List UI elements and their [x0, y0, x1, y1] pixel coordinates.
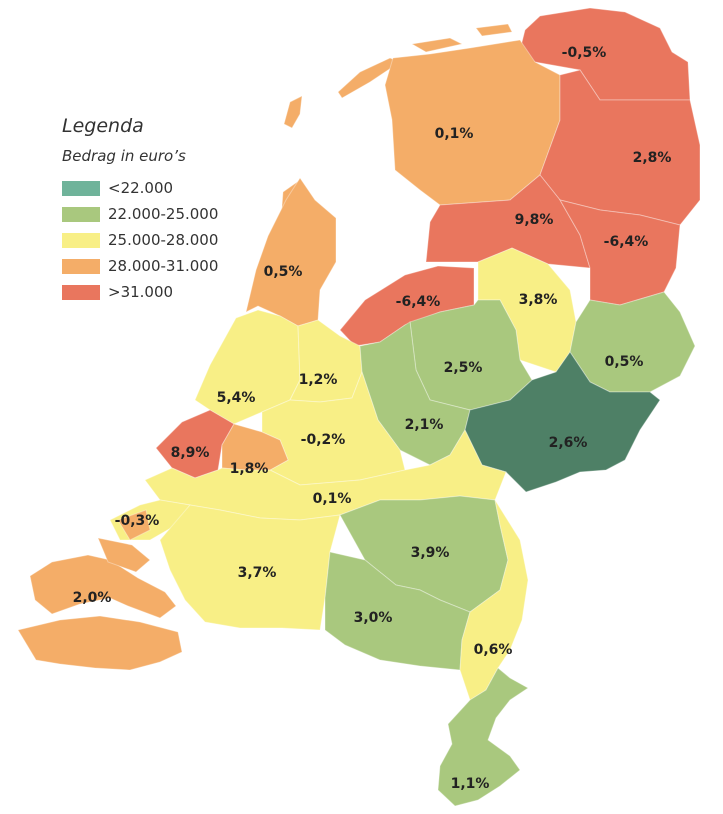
region-limburg-south: [437, 667, 529, 807]
region-rijnmond: [221, 423, 289, 471]
region-north-center: [425, 174, 591, 269]
region-label-north-center: 9,8%: [515, 212, 554, 228]
region-zeeland-main: [29, 554, 177, 619]
region-label-zeeland: 2,0%: [73, 590, 112, 606]
wadden-island-ameland: [410, 37, 464, 53]
region-label-veluwe-north: 2,5%: [444, 360, 483, 376]
region-label-flevoland: -6,4%: [396, 294, 441, 310]
region-label-zuid-holland-south: -0,3%: [115, 513, 160, 529]
region-label-achterhoek: 2,6%: [549, 435, 588, 451]
region-zeeland-islands: [97, 509, 151, 573]
wadden-island-schiermonnikoog: [475, 23, 513, 37]
legend-title: Legenda: [62, 115, 144, 137]
legend-swatch: [62, 284, 100, 300]
region-label-noord-holland-north: 0,5%: [264, 264, 303, 280]
legend-swatch: [62, 180, 100, 196]
legend-item: <22.000: [62, 175, 218, 201]
region-label-utrecht-north: 1,2%: [299, 372, 338, 388]
region-label-twente-north: 0,5%: [605, 354, 644, 370]
legend-item: 28.000-31.000: [62, 253, 218, 279]
region-label-friesland: 0,1%: [435, 126, 474, 142]
wadden-island-vlieland: [283, 95, 303, 129]
region-label-rivierenland: 0,1%: [313, 491, 352, 507]
legend-subtitle: Bedrag in euro’s: [62, 147, 186, 165]
legend-swatch: [62, 258, 100, 274]
legend: Legenda Bedrag in euro’s <22.000 22.000-…: [62, 115, 218, 305]
region-label-limburg-south: 1,1%: [451, 776, 490, 792]
legend-item-label: 25.000-28.000: [108, 231, 219, 249]
region-label-veluwe-south: 2,1%: [405, 417, 444, 433]
region-noord-holland-north: [245, 177, 337, 327]
region-label-limburg-north: 0,6%: [474, 642, 513, 658]
legend-swatch: [62, 206, 100, 222]
legend-item: 25.000-28.000: [62, 227, 218, 253]
region-label-brabant-northeast: 3,9%: [411, 545, 450, 561]
region-label-zwolle-area: 3,8%: [519, 292, 558, 308]
legend-item-label: 22.000-25.000: [108, 205, 219, 223]
legend-item: 22.000-25.000: [62, 201, 218, 227]
region-label-brabant-southeast: 3,0%: [354, 610, 393, 626]
region-label-groningen: -0,5%: [562, 45, 607, 61]
region-label-utrecht-south: -0,2%: [301, 432, 346, 448]
region-label-rijnmond: 1,8%: [230, 461, 269, 477]
region-label-haaglanden: 8,9%: [171, 445, 210, 461]
region-label-noord-holland-south: 5,4%: [217, 390, 256, 406]
legend-item-label: 28.000-31.000: [108, 257, 219, 275]
legend-item-label: >31.000: [108, 283, 174, 301]
region-label-drenthe-north: 2,8%: [633, 150, 672, 166]
legend-item: >31.000: [62, 279, 218, 305]
region-twente-north: [569, 291, 696, 393]
region-label-drenthe-south: -6,4%: [604, 234, 649, 250]
region-label-brabant-west: 3,7%: [238, 565, 277, 581]
legend-item-label: <22.000: [108, 179, 174, 197]
region-zeeland-south: [17, 615, 183, 671]
legend-swatch: [62, 232, 100, 248]
